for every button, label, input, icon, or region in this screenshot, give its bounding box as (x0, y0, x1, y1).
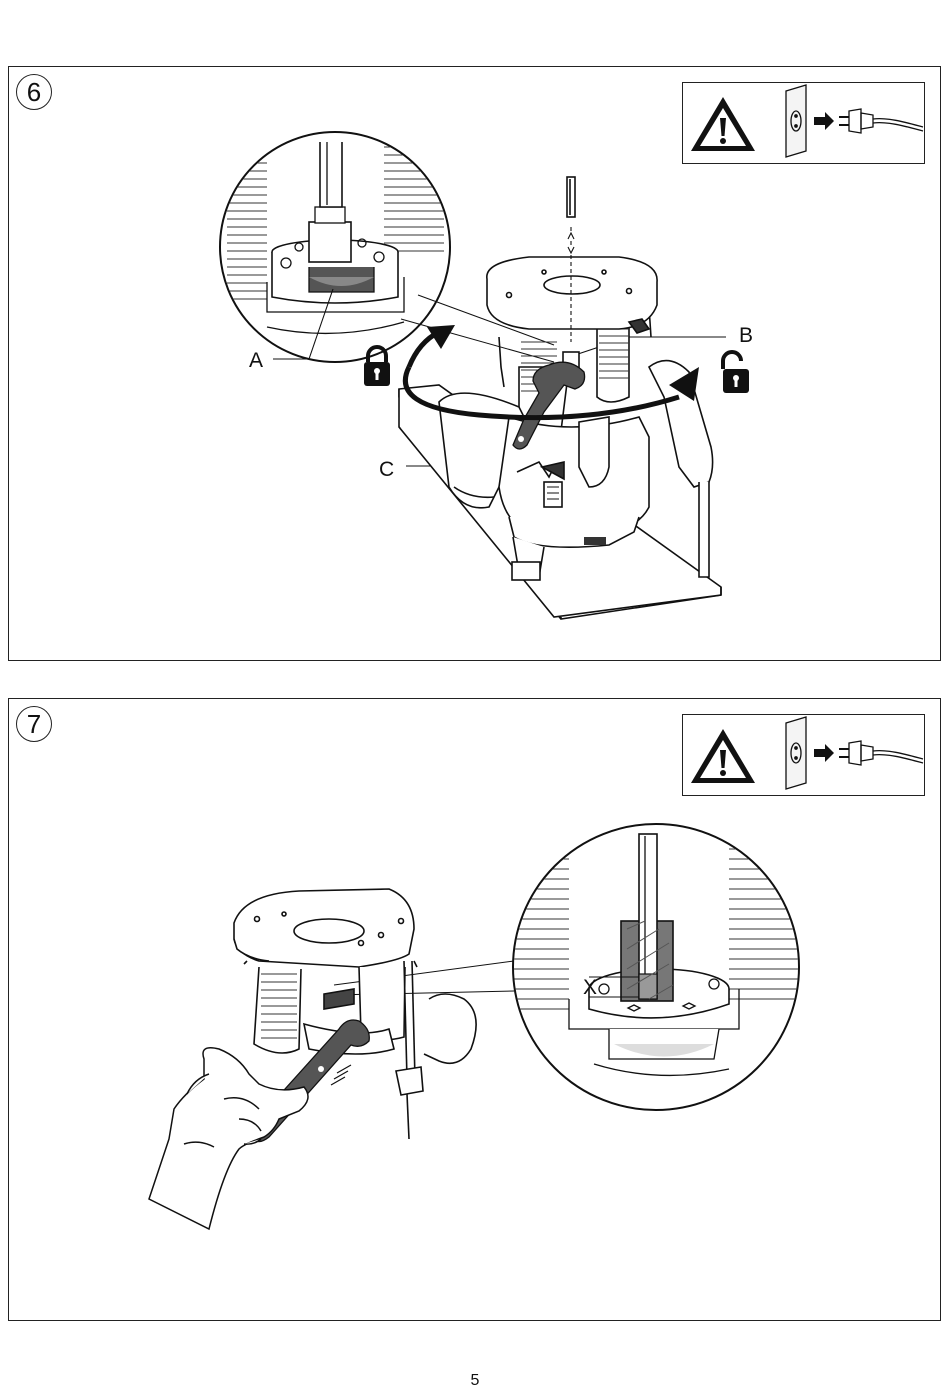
label-c: C (379, 459, 394, 480)
zoom-detail-collet (220, 132, 450, 362)
step-6-panel: 6 (8, 66, 941, 661)
zoom-detail-insertion-depth (509, 824, 809, 1110)
padlock-unlocked-icon (723, 352, 749, 393)
router-bit-release-illustration (9, 67, 942, 662)
step-7-panel: 7 (8, 698, 941, 1321)
label-a: A (249, 350, 263, 371)
bit-insertion-illustration (9, 699, 942, 1322)
label-b: B (739, 325, 753, 346)
page-number: 5 (0, 1372, 950, 1390)
hand (149, 1048, 308, 1229)
label-x: X (583, 977, 597, 998)
